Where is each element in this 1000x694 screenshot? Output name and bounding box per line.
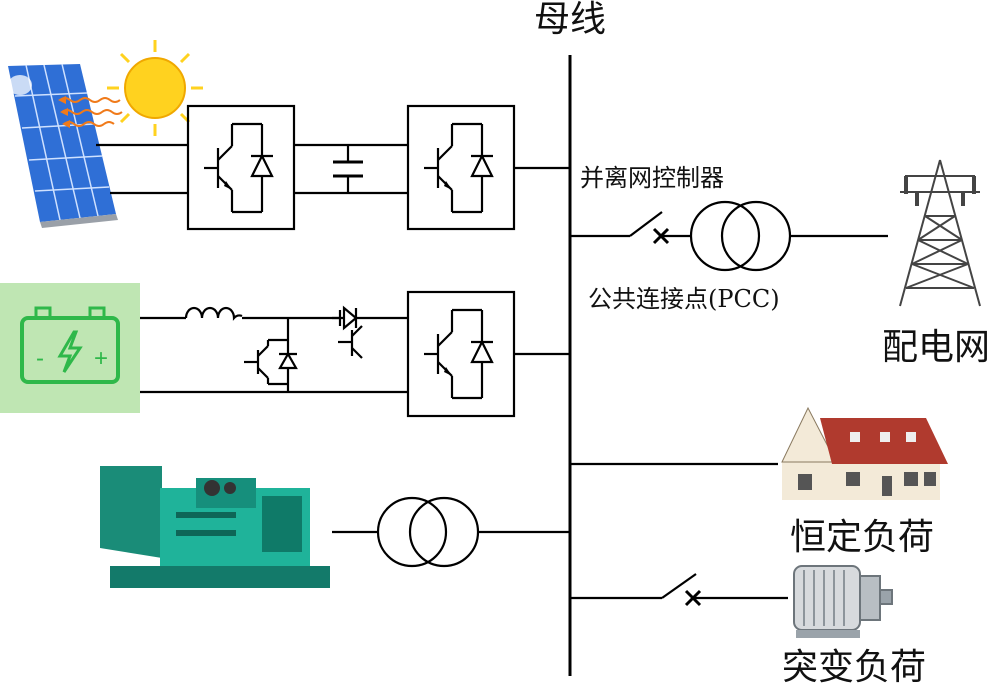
inductor bbox=[184, 306, 243, 321]
grid-controller-label: 并离网控制器 bbox=[580, 164, 724, 192]
sun-icon bbox=[107, 40, 203, 136]
series-switch bbox=[332, 305, 363, 359]
house-icon bbox=[781, 406, 948, 500]
grid-transformer bbox=[689, 200, 792, 272]
battery-plus-symbol: + bbox=[94, 345, 108, 372]
transmission-tower-icon bbox=[899, 159, 981, 307]
battery-inverter bbox=[406, 290, 516, 418]
bus-label: 母线 bbox=[534, 0, 607, 40]
solar-panel-icon bbox=[8, 63, 118, 228]
battery-icon bbox=[0, 283, 140, 413]
load-switch bbox=[640, 573, 788, 607]
battery-minus-symbol: - bbox=[36, 345, 44, 372]
constant-load-label: 恒定负荷 bbox=[790, 517, 935, 558]
pv-inverter bbox=[406, 104, 516, 231]
pcc-label: 公共连接点(PCC) bbox=[588, 285, 780, 313]
generator-transformer bbox=[376, 496, 480, 568]
variable-load-label: 突变负荷 bbox=[782, 647, 927, 688]
boost-switch bbox=[244, 318, 298, 392]
diesel-generator-icon bbox=[100, 466, 330, 588]
grid-switch bbox=[606, 211, 690, 245]
pv-dcdc-converter bbox=[186, 104, 296, 231]
dc-link-capacitor bbox=[333, 145, 363, 193]
sunlight-rays bbox=[58, 96, 123, 128]
motor-icon bbox=[793, 565, 893, 638]
grid-label: 配电网 bbox=[882, 327, 991, 368]
